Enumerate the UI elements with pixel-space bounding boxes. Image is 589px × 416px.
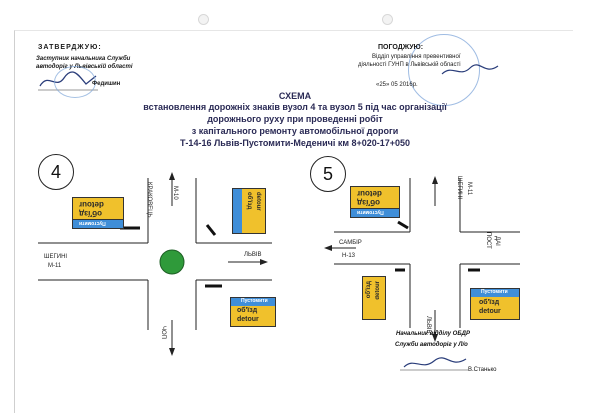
road-label-lviv: ЛЬВІВ <box>244 252 262 258</box>
agree-signature <box>441 64 499 75</box>
pustomyty-plate-west: Пустомити <box>72 219 124 229</box>
officer-title-line1: Начальник відділу ОБДР <box>396 331 470 337</box>
road-label-sambir: САМБІР <box>339 240 362 246</box>
sign-blue-plate <box>231 298 275 306</box>
road-label-lviv-5: ЛЬВІВ <box>425 316 431 334</box>
node-4-number: 4 <box>38 154 74 190</box>
officer-signature <box>400 357 468 371</box>
road-label-dai: ДАІ <box>494 236 500 246</box>
agree-date: «25» 05 2016р. <box>376 82 418 88</box>
detour-sign-west: detour об'їзд <box>72 197 124 221</box>
approve-signature-name: Федишин <box>92 81 121 87</box>
sign-detour-text: detour <box>375 281 381 300</box>
sign-blue-plate <box>471 289 519 297</box>
sign-obyizd-text: об'їзд <box>237 307 258 314</box>
road-label-m11: М-11 <box>48 263 62 269</box>
sign-obyizd-text: об'їзд <box>246 192 252 210</box>
sign-detour-text: detour <box>357 189 382 198</box>
road-label-chop: ЧОП <box>160 326 166 339</box>
approve-heading: ЗАТВЕРДЖУЮ: <box>38 44 102 51</box>
road-label-shehyni-5: ШЕГИНІ <box>456 176 462 200</box>
sign-detour-text: detour <box>255 192 261 211</box>
scheme-subtitle-4: Т-14-16 Львів-Пустомити-Меденичі км 8+02… <box>179 138 411 148</box>
pustomyty-plate-north-5: Пустомити <box>350 208 400 218</box>
sign-pustomyty-text: Пустомити <box>481 289 508 295</box>
agree-line2: діяльності ГУНП в Львівській області <box>358 62 461 68</box>
agree-line1: Відділ управління превентивної <box>372 54 461 60</box>
detour-sign-north: об'їзд detour <box>232 188 266 234</box>
officer-title-line2: Служби автодоріг у Л/о <box>395 342 468 348</box>
sign-pustomyty-text: Пустомити <box>357 209 384 215</box>
detour-sign-east-5: Пустомити об'їзд detour <box>470 288 520 320</box>
sign-obyizd-text: об'їзд <box>479 299 500 306</box>
officer-name: В.Станько <box>468 367 497 373</box>
road-label-shehyni: ШЕГИНІ <box>44 254 68 260</box>
sign-detour-text: detour <box>479 308 501 315</box>
road-label-post: ПОСТ <box>485 232 491 249</box>
scheme-subtitle-1: встановлення дорожніх знаків вузол 4 та … <box>143 102 447 112</box>
traffic-signal-marker <box>159 249 185 275</box>
sign-blue-plate <box>233 189 242 233</box>
sign-obyizd-text: об'їзд <box>366 281 372 299</box>
road-label-m10: М-10 <box>172 186 178 200</box>
detour-sign-west-5: об'їзд detour <box>362 276 386 320</box>
road-label-m11-5: М-11 <box>466 182 472 196</box>
approve-stamp <box>54 66 96 98</box>
agree-stamp <box>408 34 480 106</box>
node-5-number: 5 <box>310 156 346 192</box>
agree-heading: ПОГОДЖУЮ: <box>378 44 424 51</box>
road-label-h13: Н-13 <box>342 253 356 259</box>
road-label-krakovets: КРАКОВЕЦЬ <box>146 182 152 218</box>
sheet-border <box>14 30 573 413</box>
approve-line1: Заступник начальника Служби <box>36 56 131 62</box>
sign-detour-text: detour <box>237 316 259 323</box>
sign-pustomyty-text: Пустомити <box>241 298 268 304</box>
scheme-subtitle-2: дорожнього руху при проведенні робіт <box>207 114 383 124</box>
scheme-title: СХЕМА <box>278 91 312 101</box>
detour-sign-north-5: detour об'їзд <box>350 186 400 210</box>
detour-sign-east: Пустомити об'їзд detour <box>230 297 276 327</box>
scheme-subtitle-3: з капітального ремонту автомобільної дор… <box>191 126 399 136</box>
punch-hole <box>198 14 209 25</box>
punch-hole <box>382 14 393 25</box>
sign-obyizd-text: об'їзд <box>357 198 381 207</box>
